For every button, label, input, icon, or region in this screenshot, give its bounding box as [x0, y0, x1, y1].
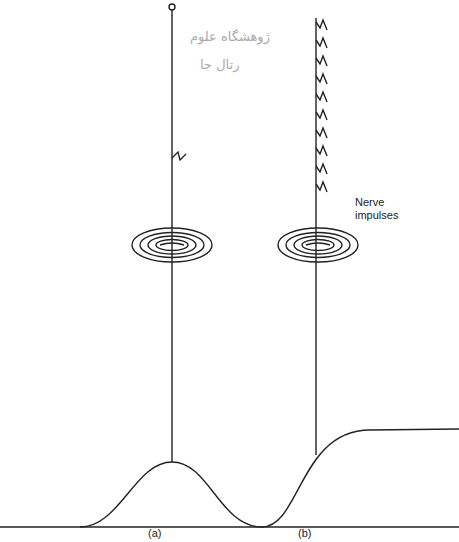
annotation-label: Nerve impulses [355, 196, 415, 221]
watermark: ژوهشگاه علوم [190, 30, 270, 45]
watermark: رتال جا [200, 58, 239, 73]
panel-label: (a) [148, 527, 161, 540]
receptor-drawing [0, 4, 459, 527]
panel-label: (b) [298, 527, 311, 540]
